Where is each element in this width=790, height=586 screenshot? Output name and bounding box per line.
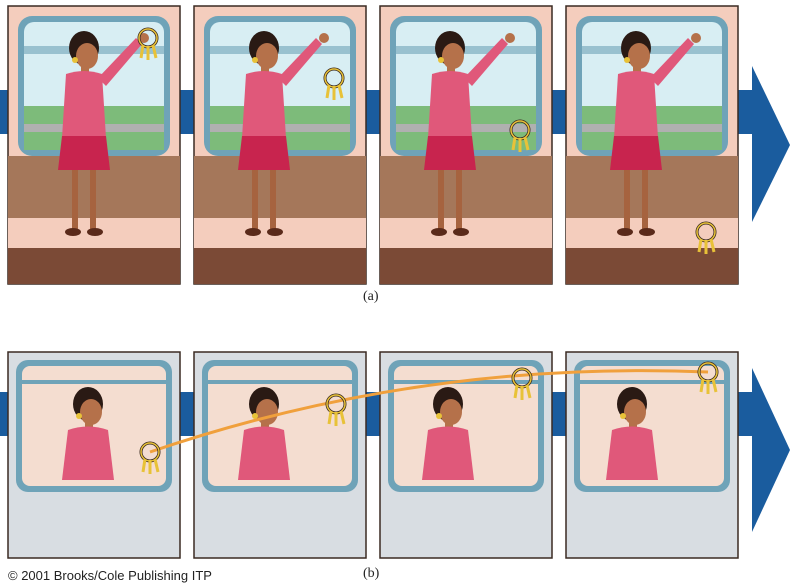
frame-a2 bbox=[194, 6, 366, 284]
caption-a: (a) bbox=[363, 289, 379, 305]
caption-b: (b) bbox=[363, 566, 379, 582]
frame-a1 bbox=[8, 6, 180, 284]
copyright-notice: © 2001 Brooks/Cole Publishing ITP bbox=[8, 568, 212, 583]
frame-b4 bbox=[566, 352, 738, 558]
frame-b3 bbox=[380, 352, 552, 558]
frame-a4 bbox=[566, 6, 738, 284]
frame-b2 bbox=[194, 352, 366, 558]
frame-a3 bbox=[380, 6, 552, 284]
frame-b1 bbox=[8, 352, 180, 558]
